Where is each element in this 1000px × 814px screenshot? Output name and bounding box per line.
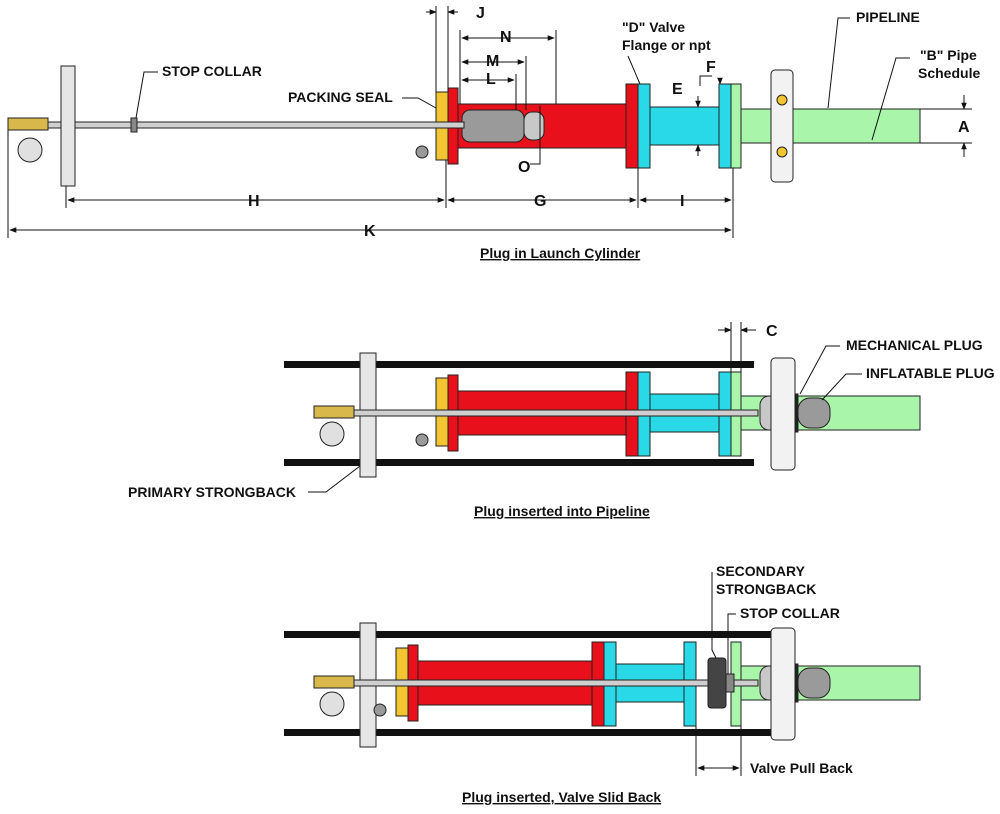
- gauge: [17, 137, 43, 163]
- strongback-rod: [284, 459, 754, 466]
- rear-plate: [60, 65, 76, 187]
- dim-k-label: K: [364, 223, 376, 240]
- label-pipe-schedule: "B" Pipe Schedule: [918, 47, 981, 81]
- inflatable-plug: [797, 667, 831, 699]
- stop-collar: [725, 673, 735, 693]
- label-primary-strongback: PRIMARY STRONGBACK: [128, 484, 296, 500]
- pipe-bracket: [770, 357, 796, 471]
- label-secondary-strongback: SECONDARY STRONGBACK: [716, 563, 816, 597]
- caption-section-1: Plug in Launch Cylinder: [480, 245, 641, 261]
- strongback-rod: [284, 729, 784, 736]
- dim-a-label: A: [958, 119, 970, 136]
- dim-o-label: O: [518, 159, 530, 176]
- label-inflatable-plug: INFLATABLE PLUG: [866, 365, 995, 381]
- flange: [637, 83, 651, 169]
- dim-j-label: J: [476, 5, 485, 22]
- flange: [718, 83, 732, 169]
- flange: [730, 83, 742, 169]
- valve-fitting: [313, 405, 355, 419]
- pipeline: [734, 108, 921, 144]
- pipe-bracket: [770, 69, 794, 183]
- valve-fitting: [313, 675, 355, 689]
- inflatable-plug: [797, 397, 831, 429]
- dim-l-label: L: [486, 71, 496, 88]
- label-pipeline: PIPELINE: [856, 9, 920, 25]
- caption-section-3: Plug inserted, Valve Slid Back: [462, 789, 661, 805]
- dim-c-label: C: [766, 323, 778, 340]
- gauge: [319, 691, 345, 717]
- push-rod: [9, 121, 465, 129]
- dim-i-label: I: [680, 193, 684, 210]
- lifting-lug: [373, 703, 387, 717]
- dim-n-label: N: [500, 29, 512, 46]
- stop-collar: [130, 117, 138, 133]
- label-packing-seal: PACKING SEAL: [288, 89, 393, 105]
- lifting-lug: [415, 145, 429, 159]
- caption-section-2: Plug inserted into Pipeline: [474, 503, 650, 519]
- valve-fitting: [7, 117, 49, 131]
- dim-m-label: M: [486, 53, 499, 70]
- section-launch-cylinder: J N M L O E F A H G I K: [7, 5, 981, 261]
- bracket-bolt: [776, 94, 788, 106]
- label-stop-collar: STOP COLLAR: [162, 63, 262, 79]
- lifting-lug: [415, 433, 429, 447]
- plug-body: [461, 109, 525, 143]
- pipe-bracket: [770, 627, 796, 741]
- push-rod: [317, 679, 759, 687]
- dim-e-label: E: [672, 81, 683, 98]
- label-valve: "D" Valve Flange or npt: [622, 19, 711, 53]
- flange: [625, 83, 639, 169]
- section-plug-inserted: C MECHANICAL PLUG INFLATABLE PLUG PRIMAR…: [128, 322, 995, 519]
- section-valve-slid-back: SECONDARY STRONGBACK STOP COLLAR Valve P…: [284, 563, 921, 805]
- secondary-strongback: [707, 657, 727, 709]
- label-valve-pull-back: Valve Pull Back: [750, 760, 853, 776]
- bracket-bolt: [776, 146, 788, 158]
- strongback-rod: [284, 631, 784, 638]
- push-rod: [317, 409, 759, 417]
- plug-front: [523, 111, 545, 141]
- label-stop-collar-3: STOP COLLAR: [740, 605, 840, 621]
- strongback-rod: [284, 361, 754, 368]
- dim-g-label: G: [534, 193, 546, 210]
- label-mechanical-plug: MECHANICAL PLUG: [846, 337, 983, 353]
- dim-h-label: H: [248, 193, 260, 210]
- dim-f-label: F: [706, 59, 716, 76]
- gauge: [319, 421, 345, 447]
